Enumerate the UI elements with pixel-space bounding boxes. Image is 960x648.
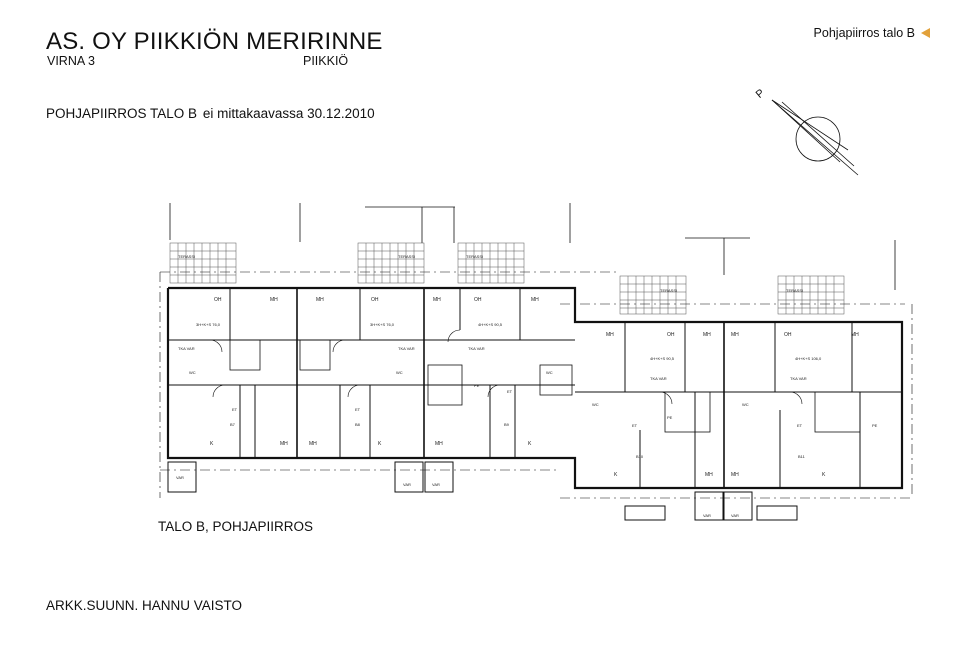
location: PIIKKIÖ xyxy=(303,54,349,68)
label-area-1: 3H+K+S 76,0 xyxy=(196,322,221,327)
label-oh-1: OH xyxy=(214,297,222,303)
label-area-2: 3H+K+S 76,0 xyxy=(370,322,395,327)
site-lines xyxy=(169,203,896,290)
label-terassi-2: TERASSI xyxy=(398,254,415,259)
label-tka-1: TKA VAR xyxy=(178,346,195,351)
label-et-5: ET xyxy=(797,423,803,428)
page-title: AS. OY PIIKKIÖN MERIRINNE xyxy=(46,28,383,55)
label-et-4: ET xyxy=(632,423,638,428)
label-mh-6: MH xyxy=(703,332,711,338)
label-area-5: 4H+K+S 106,0 xyxy=(795,356,822,361)
label-b10: B10 xyxy=(636,454,644,459)
label-wc-3: WC xyxy=(546,370,553,375)
label-b9: B9 xyxy=(504,422,510,427)
label-tka-2: TKA VAR xyxy=(398,346,415,351)
label-terassi-3: TERASSI xyxy=(466,254,483,259)
label-b11: B11 xyxy=(798,454,806,459)
label-tka-3: TKA VAR xyxy=(468,346,485,351)
north-label: P xyxy=(754,87,767,101)
plan-caption: TALO B, POHJAPIIRROS xyxy=(158,519,314,534)
label-k-3: K xyxy=(528,441,532,447)
label-b8: B8 xyxy=(355,422,361,427)
label-mh-9: MH xyxy=(280,441,288,447)
label-k-1: K xyxy=(210,441,214,447)
label-wc-5: WC xyxy=(742,402,749,407)
terrace-grids xyxy=(169,242,845,315)
label-k-2: K xyxy=(378,441,382,447)
label-wc-2: WC xyxy=(396,370,403,375)
label-var-4: VAR xyxy=(703,513,711,518)
label-terassi-4: TERASSI xyxy=(660,288,677,293)
label-mh-11: MH xyxy=(435,441,443,447)
nav-link-talo-b[interactable]: Pohjapiirros talo B xyxy=(814,26,930,40)
label-mh-13: MH xyxy=(731,472,739,478)
terrace-2 xyxy=(357,242,425,284)
label-pe-2: PE xyxy=(667,415,673,420)
label-mh-8: MH xyxy=(851,332,859,338)
label-mh-1: MH xyxy=(270,297,278,303)
label-var-1: VAR xyxy=(176,475,184,480)
arrow-left-icon xyxy=(921,28,930,38)
terrace-5 xyxy=(777,275,845,315)
label-var-5: VAR xyxy=(731,513,739,518)
storage-units xyxy=(167,461,798,521)
room-labels: OH MH MH OH MH OH MH MH OH MH MH OH MH 3… xyxy=(176,297,878,518)
label-terassi-5: TERASSI xyxy=(786,288,803,293)
label-et-3: ET xyxy=(507,389,513,394)
label-mh-4: MH xyxy=(531,297,539,303)
label-mh-10: MH xyxy=(309,441,317,447)
label-terassi-1: TERASSI xyxy=(178,254,195,259)
label-mh-7: MH xyxy=(731,332,739,338)
label-oh-2: OH xyxy=(371,297,379,303)
building-name: VIRNA 3 xyxy=(47,54,95,68)
north-arrow-icon: P xyxy=(754,87,859,176)
boundary-dashed xyxy=(159,271,913,499)
plan-heading: POHJAPIIRROS TALO B ei mittakaavassa 30.… xyxy=(46,106,375,121)
architect-credit: ARKK.SUUNN. HANNU VAISTO xyxy=(46,598,243,613)
label-mh-5: MH xyxy=(606,332,614,338)
terrace-1 xyxy=(169,242,237,284)
label-pe-1: PE xyxy=(474,383,480,388)
label-mh-12: MH xyxy=(705,472,713,478)
label-mh-3: MH xyxy=(433,297,441,303)
label-k-5: K xyxy=(822,472,826,478)
terrace-labels: TERASSI TERASSI TERASSI TERASSI TERASSI xyxy=(178,254,803,293)
label-area-3: 4H+K+S 90,5 xyxy=(478,322,503,327)
plan-note: ei mittakaavassa 30.12.2010 xyxy=(202,106,375,121)
plan-title: POHJAPIIRROS TALO B xyxy=(46,106,198,121)
label-k-4: K xyxy=(614,472,618,478)
label-tka-5: TKA VAR xyxy=(790,376,807,381)
label-mh-2: MH xyxy=(316,297,324,303)
label-wc-4: WC xyxy=(592,402,599,407)
label-b7: B7 xyxy=(230,422,236,427)
label-oh-5: OH xyxy=(784,332,792,338)
label-area-4: 4H+K+S 90,5 xyxy=(650,356,675,361)
label-pe-3: PE xyxy=(872,423,878,428)
label-oh-3: OH xyxy=(474,297,482,303)
label-wc-1: WC xyxy=(189,370,196,375)
label-et-1: ET xyxy=(232,407,238,412)
building-walls xyxy=(166,286,904,490)
nav-label: Pohjapiirros talo B xyxy=(813,26,915,40)
terrace-3 xyxy=(457,242,525,284)
label-var-2: VAR xyxy=(403,482,411,487)
terrace-4 xyxy=(619,275,687,315)
label-oh-4: OH xyxy=(667,332,675,338)
label-tka-4: TKA VAR xyxy=(650,376,667,381)
label-var-3: VAR xyxy=(432,482,440,487)
label-et-2: ET xyxy=(355,407,361,412)
